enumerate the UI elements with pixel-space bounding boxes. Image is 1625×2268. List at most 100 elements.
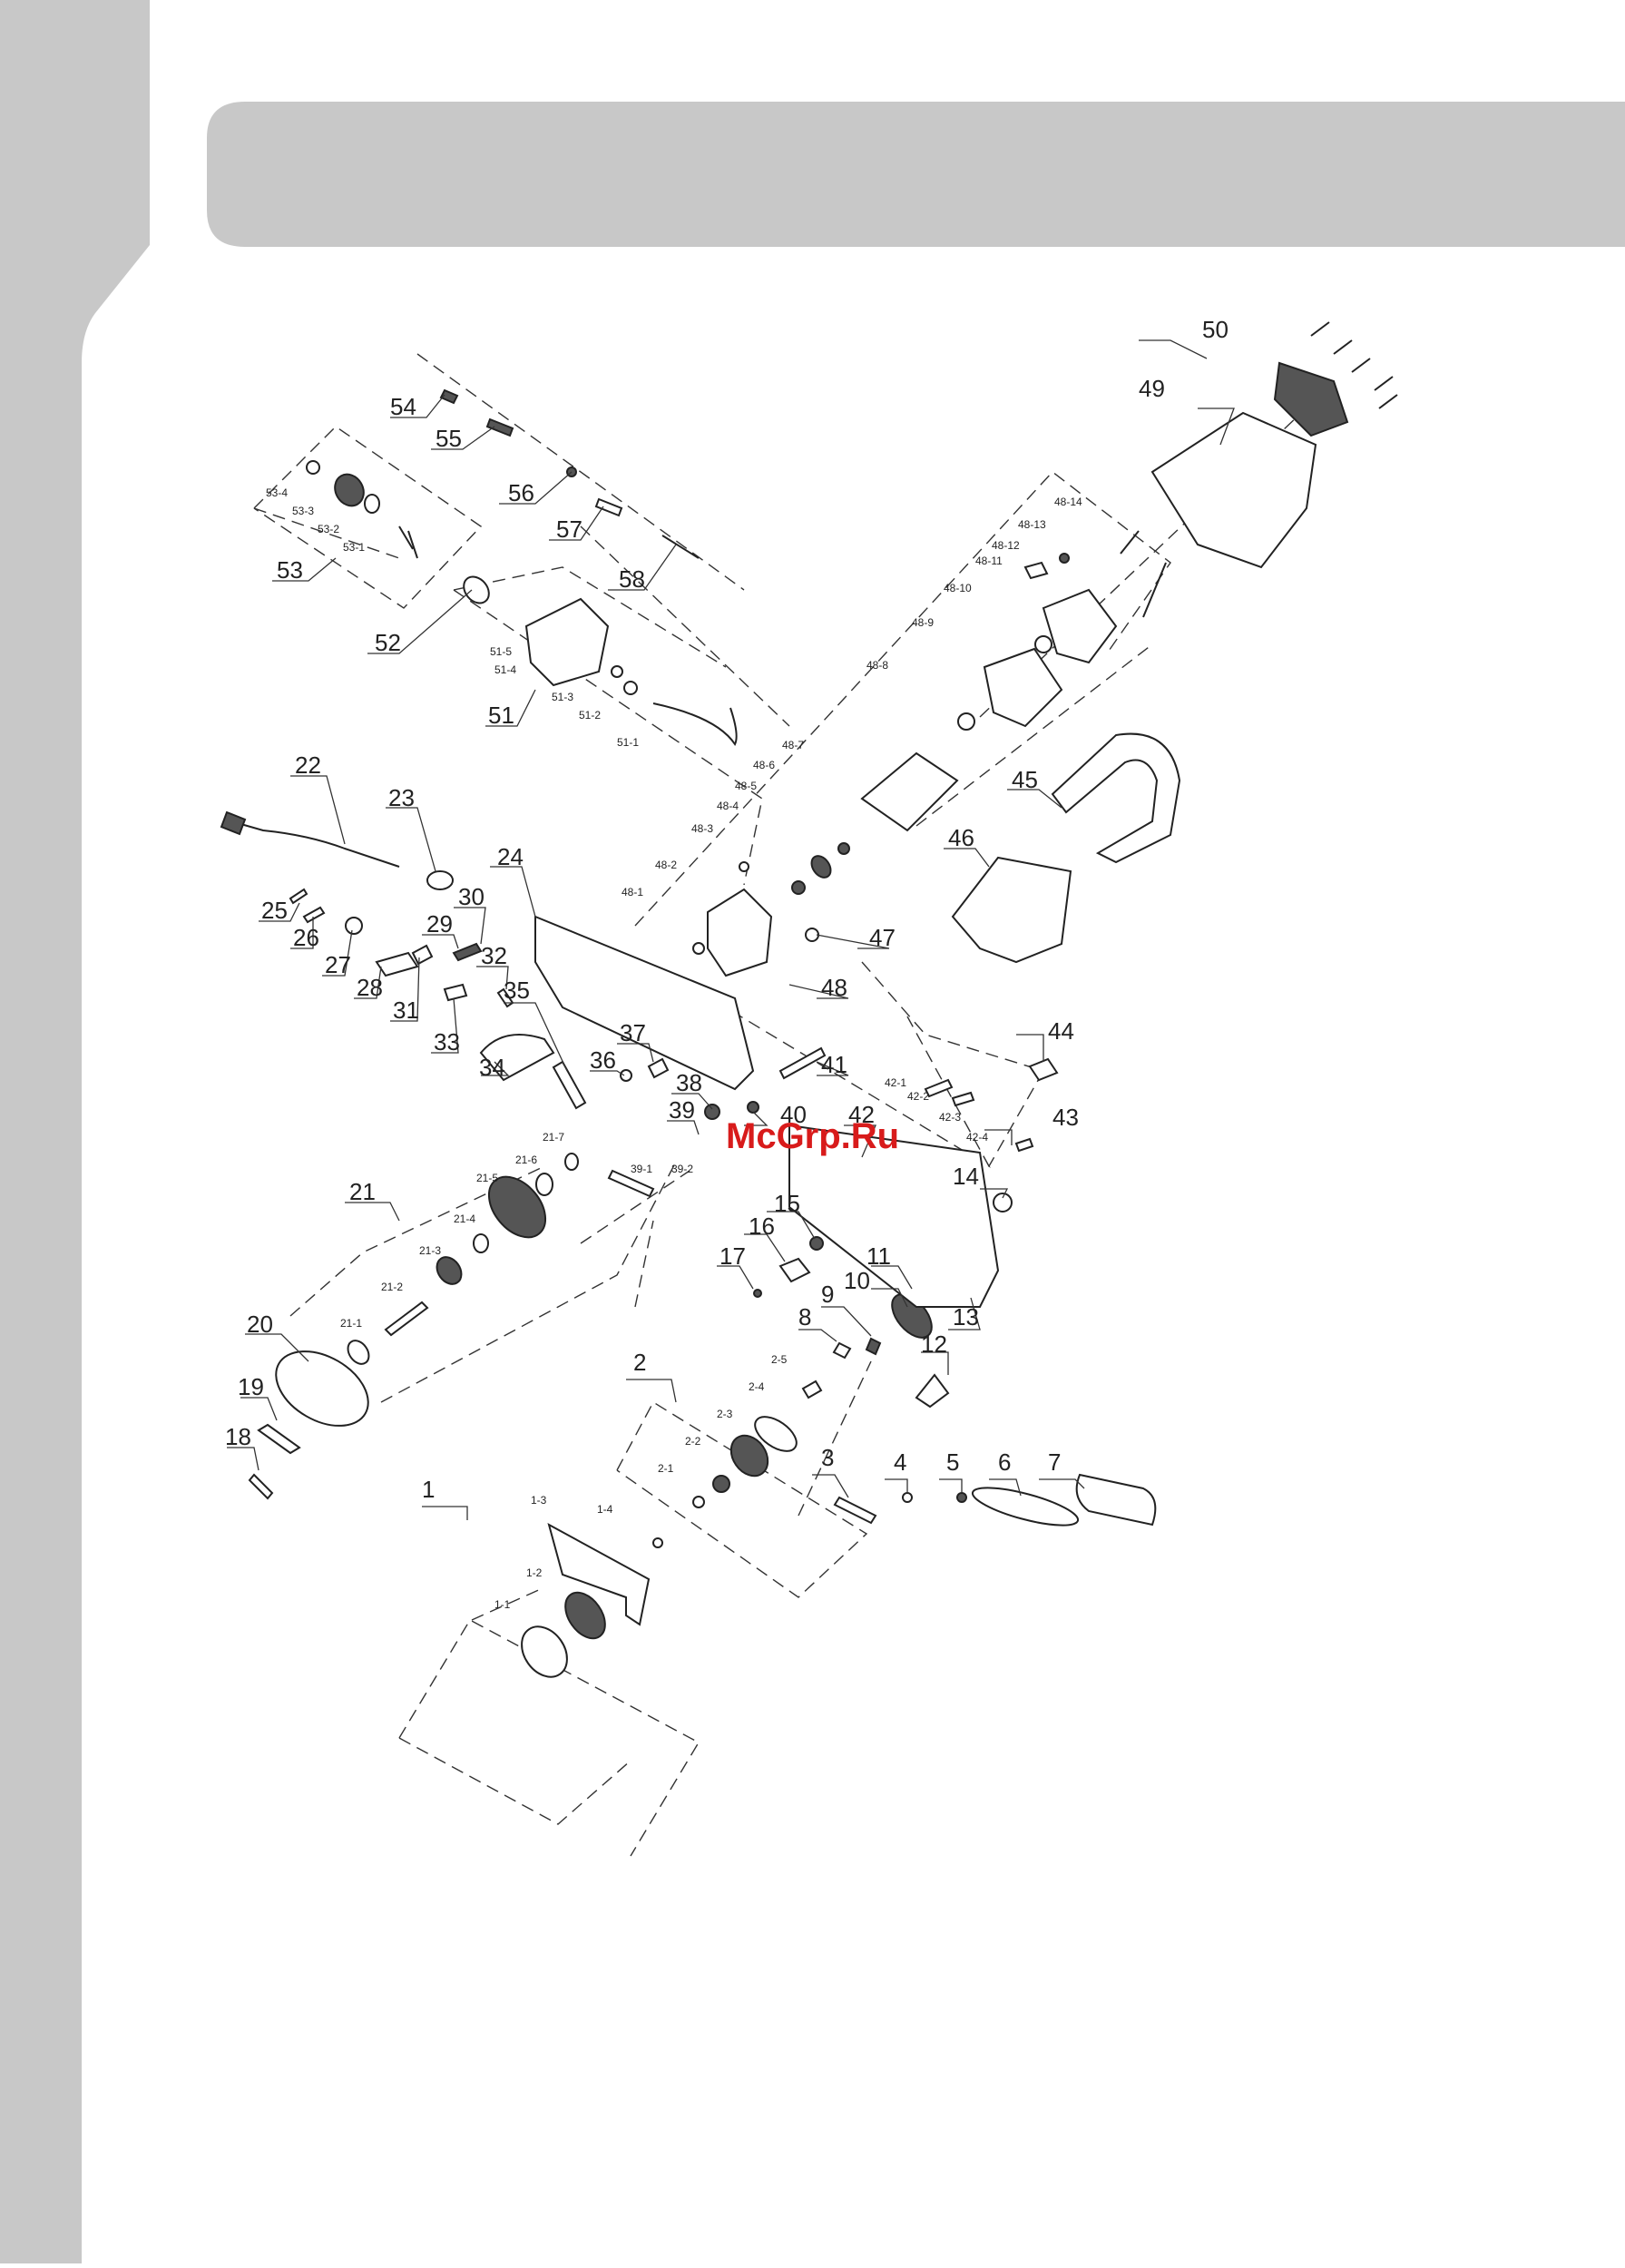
part-40 bbox=[747, 1101, 759, 1114]
part-9 bbox=[865, 1337, 882, 1356]
callout-51-5: 51-5 bbox=[490, 645, 512, 658]
part-48-11-housing bbox=[1042, 588, 1118, 664]
part-48-2-bracket bbox=[707, 888, 773, 977]
part-2-2 bbox=[712, 1475, 730, 1493]
callout-19: 19 bbox=[238, 1373, 264, 1400]
part-1-4 bbox=[652, 1537, 663, 1548]
part-1-1-cap bbox=[521, 1625, 568, 1678]
callout-2-4: 2-4 bbox=[749, 1380, 765, 1393]
part-47 bbox=[805, 928, 819, 942]
part-5 bbox=[956, 1492, 967, 1503]
callout-58: 58 bbox=[619, 565, 645, 593]
part-20-cover bbox=[275, 1350, 369, 1427]
callout-48-6: 48-6 bbox=[753, 759, 775, 771]
callout-21-4: 21-4 bbox=[454, 1213, 475, 1225]
part-48-1 bbox=[692, 942, 705, 955]
callout-57: 57 bbox=[556, 515, 582, 543]
callout-21-5: 21-5 bbox=[476, 1172, 498, 1184]
part-54 bbox=[439, 388, 459, 405]
part-18 bbox=[248, 1473, 274, 1500]
part-21-2-shaft bbox=[384, 1301, 429, 1337]
callout-48-9: 48-9 bbox=[912, 616, 934, 629]
callout-50: 50 bbox=[1202, 316, 1229, 343]
callout-28: 28 bbox=[357, 974, 383, 1001]
part-51-2 bbox=[623, 681, 638, 695]
part-24-housing bbox=[534, 915, 755, 1091]
part-39-link bbox=[607, 1169, 655, 1198]
callout-39-2: 39-2 bbox=[671, 1163, 693, 1175]
callout-10: 10 bbox=[844, 1267, 870, 1294]
callout-2-5: 2-5 bbox=[771, 1353, 788, 1366]
part-8 bbox=[832, 1341, 852, 1360]
callout-51-3: 51-3 bbox=[552, 691, 573, 703]
header-bar bbox=[207, 102, 1625, 247]
part-1-2-knob bbox=[564, 1591, 606, 1640]
part-33 bbox=[443, 983, 468, 1002]
part-35 bbox=[552, 1060, 587, 1110]
part-53-4 bbox=[306, 460, 320, 475]
callout-47: 47 bbox=[869, 924, 896, 951]
part-14 bbox=[993, 1193, 1013, 1213]
callout-42-4: 42-4 bbox=[966, 1131, 988, 1144]
part-22-cable bbox=[230, 820, 400, 868]
part-36 bbox=[620, 1069, 632, 1082]
callout-48-8: 48-8 bbox=[866, 659, 888, 672]
part-43 bbox=[1014, 1137, 1034, 1153]
part-51-3 bbox=[611, 665, 623, 678]
part-53-2 bbox=[364, 494, 380, 514]
callout-54: 54 bbox=[390, 393, 416, 420]
part-21-4 bbox=[473, 1233, 489, 1253]
callout-36: 36 bbox=[590, 1046, 616, 1074]
callout-18: 18 bbox=[225, 1423, 251, 1450]
part-3-bar-bolt bbox=[833, 1496, 877, 1525]
callout-21-6: 21-6 bbox=[515, 1154, 537, 1166]
callout-32: 32 bbox=[481, 942, 507, 969]
callout-23: 23 bbox=[388, 784, 415, 811]
part-48-14-screws bbox=[1120, 530, 1167, 618]
callout-21-7: 21-7 bbox=[543, 1131, 564, 1144]
part-7-guide-bar bbox=[1075, 1473, 1157, 1527]
callout-48-10: 48-10 bbox=[944, 582, 972, 594]
callout-53-3: 53-3 bbox=[292, 505, 314, 517]
callout-2: 2 bbox=[633, 1349, 646, 1376]
callout-1-1: 1-1 bbox=[494, 1598, 511, 1611]
part-21-3 bbox=[436, 1256, 463, 1285]
part-22-plug bbox=[220, 810, 247, 836]
callout-45: 45 bbox=[1012, 766, 1038, 793]
callout-39-1: 39-1 bbox=[631, 1163, 652, 1175]
callout-48-3: 48-3 bbox=[691, 822, 713, 835]
callout-42-1: 42-1 bbox=[885, 1076, 906, 1089]
callout-15: 15 bbox=[774, 1190, 800, 1217]
part-15 bbox=[809, 1236, 824, 1251]
callout-48-14: 48-14 bbox=[1054, 496, 1082, 508]
callout-11: 11 bbox=[866, 1242, 891, 1270]
callout-37: 37 bbox=[620, 1019, 646, 1046]
callout-35: 35 bbox=[504, 977, 530, 1004]
callout-53-1: 53-1 bbox=[343, 541, 365, 554]
callout-13: 13 bbox=[953, 1303, 979, 1330]
sub-callout-labels: 1-1 1-2 1-3 1-4 2-1 2-2 2-3 2-4 2-5 21-1… bbox=[266, 486, 1082, 1611]
part-21-1 bbox=[347, 1340, 370, 1365]
part-21-7 bbox=[564, 1153, 579, 1171]
callout-38: 38 bbox=[676, 1069, 702, 1096]
callout-22: 22 bbox=[295, 751, 321, 779]
callout-53-4: 53-4 bbox=[266, 486, 288, 499]
callout-48-13: 48-13 bbox=[1018, 518, 1046, 531]
part-48-10 bbox=[1034, 635, 1052, 653]
callout-3: 3 bbox=[821, 1444, 834, 1471]
callout-1-2: 1-2 bbox=[526, 1566, 543, 1579]
callout-51-1: 51-1 bbox=[617, 736, 639, 749]
part-2-4-plate bbox=[754, 1416, 798, 1452]
callout-17: 17 bbox=[720, 1242, 746, 1270]
callout-49: 49 bbox=[1139, 375, 1165, 402]
callout-labels: 1 2 3 4 5 6 7 8 9 10 11 12 13 14 15 16 1… bbox=[225, 316, 1229, 1503]
callout-9: 9 bbox=[821, 1281, 834, 1308]
callout-27: 27 bbox=[325, 951, 351, 978]
callout-51-4: 51-4 bbox=[494, 663, 516, 676]
callout-34: 34 bbox=[479, 1054, 505, 1081]
callout-1-4: 1-4 bbox=[597, 1503, 613, 1516]
part-34-trigger bbox=[479, 1034, 555, 1082]
part-48-8 bbox=[957, 712, 975, 731]
callout-43: 43 bbox=[1052, 1104, 1079, 1131]
